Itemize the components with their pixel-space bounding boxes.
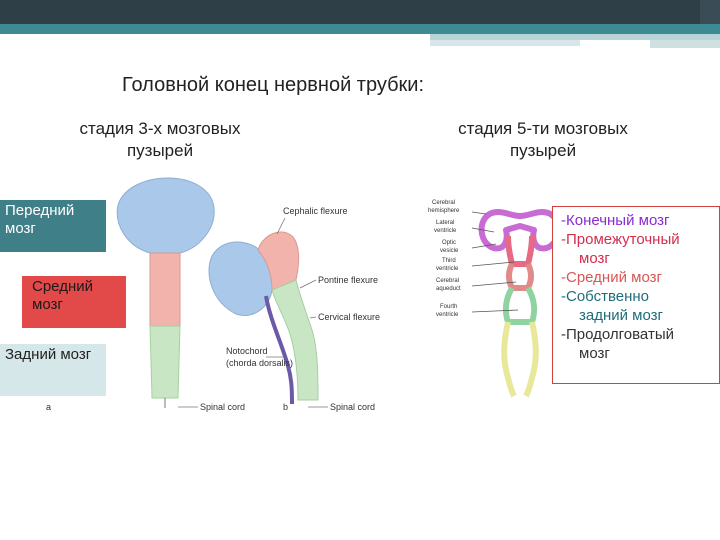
ventricle-leader-3 [471, 243, 497, 249]
fourth-ventricle-label: ventricle [436, 312, 459, 318]
legend-telencephalon: -Конечный мозг [561, 212, 670, 229]
hemispheres-label: hemisphere [428, 208, 460, 214]
spinal-cord-b-label: Spinal cord [330, 402, 375, 412]
myelencephalon-outline [501, 321, 539, 398]
notochord-label: Notochord [226, 346, 268, 356]
cervical-flexure-label: Cervical flexure [318, 312, 380, 322]
ventricle-leader-1 [471, 211, 487, 215]
legend-myelencephalon-cont: мозг [579, 345, 610, 362]
telencephalon-outline [478, 209, 562, 252]
figure-a-three-vesicles: a Spinal cord [46, 177, 245, 412]
cerebral-label: Cerebral [432, 200, 455, 206]
chorda-dorsalis-label: (chorda dorsalis) [226, 358, 293, 368]
aqueduct-label: aqueduct [436, 286, 461, 292]
midbrain-vesicle-b [257, 231, 300, 291]
stage3-heading: стадия 3-х мозговых пузырей [79, 119, 241, 160]
cephalic-flexure-label: Cephalic flexure [283, 206, 348, 216]
header-shade [430, 34, 720, 40]
lateral-ventricle-label: ventricle [434, 228, 457, 234]
header-accent-strip [0, 24, 720, 34]
fourth-label: Fourth [440, 304, 457, 310]
optic-label: Optic [442, 240, 456, 246]
legend-myelencephalon: -Продолговатый [561, 326, 674, 343]
notochord [264, 295, 294, 405]
header-bar [0, 0, 720, 24]
ventricle-leader-5 [471, 281, 517, 287]
ventricle-leader-2 [471, 227, 495, 233]
hindbrain-label-box: Задний мозг [0, 344, 106, 396]
five-vesicle-legend: -Конечный мозг -Промежуточный мозг -Сред… [552, 206, 720, 384]
hindbrain-tube [149, 325, 181, 399]
header-shade [430, 40, 580, 46]
mesencephalon-outline [506, 262, 534, 291]
midbrain-vesicle [149, 252, 181, 327]
legend-metencephalon: -Собственно [561, 288, 650, 305]
pontine-flexure-label: Pontine flexure [318, 275, 378, 285]
header-shade [650, 40, 720, 48]
legend-diencephalon-cont: мозг [579, 250, 610, 267]
midbrain-label-box: Средний мозг [22, 276, 126, 328]
slide-title: Головной конец нервной трубки: [122, 74, 425, 96]
ventricle-leader-4 [471, 261, 515, 267]
third-label: Third [442, 258, 456, 264]
pontine-flexure-leader [299, 279, 317, 289]
figure-a-letter: a [46, 402, 51, 412]
forebrain-label-box: Передний мозг [0, 200, 106, 252]
ventricle-leader-6 [471, 309, 519, 313]
diencephalon-outline [505, 235, 535, 267]
vesicle-label: vesicle [440, 248, 459, 254]
legend-metencephalon-cont: задний мозг [579, 307, 664, 324]
legend-diencephalon: -Промежуточный [561, 231, 680, 248]
cerebral-2-label: Cerebral [436, 278, 459, 284]
spinal-cord-a-label: Spinal cord [200, 402, 245, 412]
stage5-heading: стадия 5-ти мозговых пузырей [458, 119, 628, 160]
metencephalon-outline [502, 286, 538, 325]
cervical-flexure-leader [309, 316, 317, 319]
legend-mesencephalon: -Средний мозг [561, 269, 662, 286]
figure-five-vesicles: Cerebral hemisphere Lateral ventricle Op… [428, 200, 562, 398]
header-corner [700, 0, 720, 24]
hindbrain-tube-b [271, 279, 319, 401]
forebrain-vesicle [116, 177, 215, 254]
figure-b-flexures: b Cephalic flexure Pontine flexure Cervi… [208, 206, 380, 412]
cephalic-flexure-leader [276, 217, 286, 235]
lateral-label: Lateral [436, 220, 454, 226]
third-ventricle-label: ventricle [436, 266, 459, 272]
figure-b-letter: b [283, 402, 288, 412]
